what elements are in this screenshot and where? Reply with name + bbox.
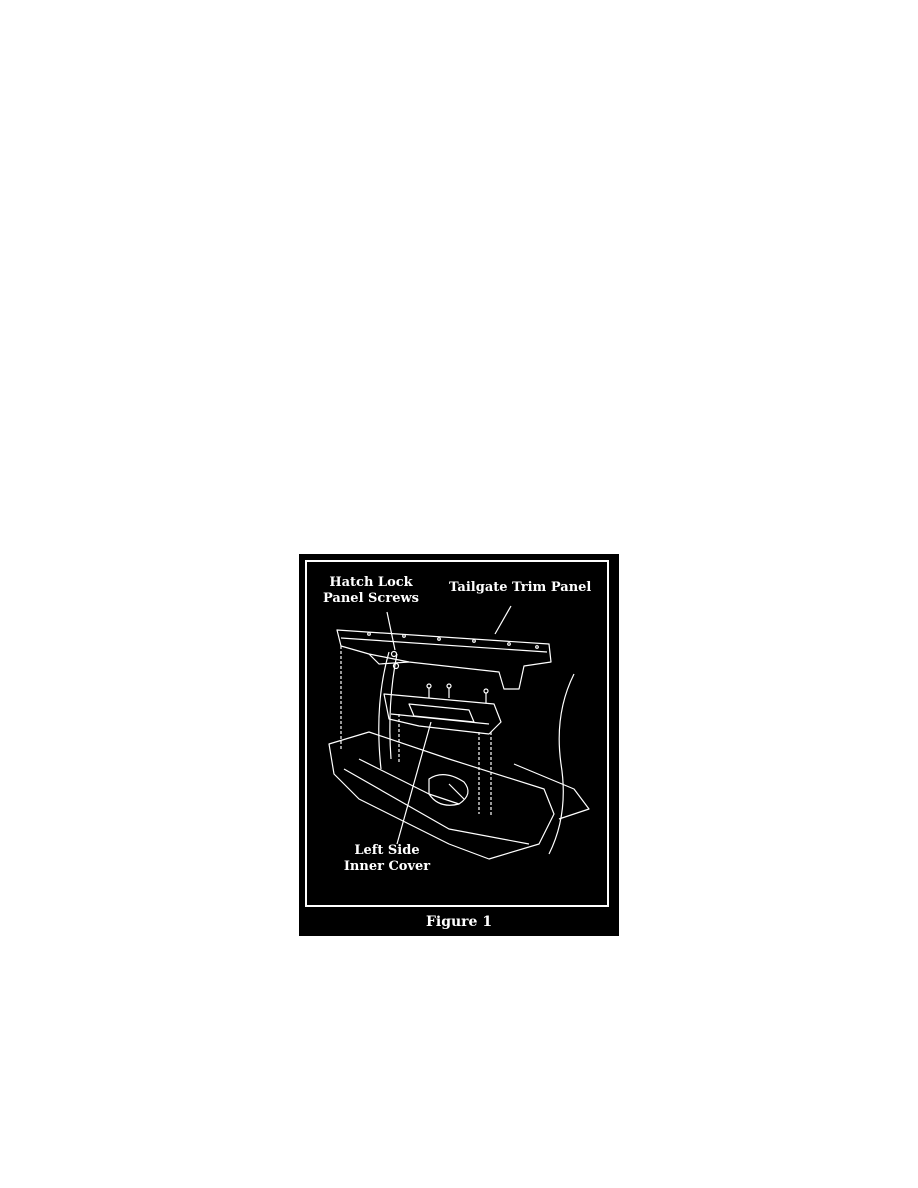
figure-caption: Figure 1 (425, 914, 493, 930)
leader-tailgate-trim (494, 605, 512, 635)
trim-panel (336, 629, 552, 690)
leader-left-side (396, 721, 432, 845)
tailgate-illustration (328, 605, 590, 860)
callout-text: Left Side (354, 843, 420, 858)
figure-1: Hatch Lock Panel Screws Tailgate Trim Pa… (299, 554, 619, 936)
callout-text: Panel Screws (323, 591, 419, 606)
callout-left-side-inner-cover: Left Side Inner Cover (337, 843, 437, 875)
callout-text: Inner Cover (343, 859, 431, 874)
leader-hatch-lock (386, 611, 396, 651)
tailgate-body (328, 731, 555, 860)
callout-text: Hatch Lock (329, 575, 413, 590)
callout-hatch-lock-panel-screws: Hatch Lock Panel Screws (317, 575, 425, 607)
hatch-lock-panel (383, 693, 502, 735)
callout-tailgate-trim-panel: Tailgate Trim Panel (449, 580, 592, 595)
figure-frame (305, 560, 609, 907)
